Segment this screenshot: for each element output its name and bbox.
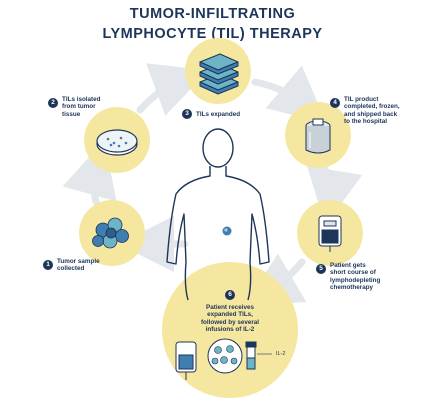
step-5-text: Patient gets short course of lymphodeple…	[330, 262, 381, 291]
arrow-3-to-4	[251, 65, 327, 124]
title-line-2: LYMPHOCYTE (TIL) THERAPY	[102, 26, 323, 42]
til-cells-magnified-icon	[207, 338, 243, 374]
title-line-1: TUMOR-INFILTRATING	[129, 6, 296, 22]
arrow-2-to-3	[136, 63, 209, 116]
step-1-text: Tumor sample collected	[57, 258, 100, 273]
il2-label: IL-2	[276, 351, 286, 357]
step-6-number: 6	[225, 290, 235, 300]
petri-dish-icon	[96, 129, 138, 156]
step-5-number: 5	[316, 264, 326, 274]
body-silhouette	[166, 128, 270, 301]
tumor-site-icon	[222, 226, 232, 236]
cryo-container-icon	[305, 118, 331, 154]
arrow-4-to-5	[306, 161, 363, 226]
step-4-text: TIL product completed, frozen, and shipp…	[344, 96, 400, 125]
chemo-bag-icon	[318, 215, 342, 252]
tumor-cluster-icon	[92, 217, 129, 249]
til-infusion-bag-icon	[175, 341, 197, 380]
step-3-number: 3	[182, 109, 192, 119]
culture-flasks-icon	[199, 53, 239, 95]
step-3-text: TILs expanded	[196, 111, 241, 118]
step-2-text: TILs isolated from tumor tissue	[62, 96, 101, 118]
step-1-number: 1	[43, 260, 53, 270]
arrow-1-to-2	[62, 140, 117, 206]
step-2-number: 2	[48, 98, 58, 108]
il2-vial-icon	[245, 341, 272, 370]
step-6-text: Patient receives expanded TILs, followed…	[200, 304, 260, 333]
step-4-number: 4	[330, 98, 340, 108]
